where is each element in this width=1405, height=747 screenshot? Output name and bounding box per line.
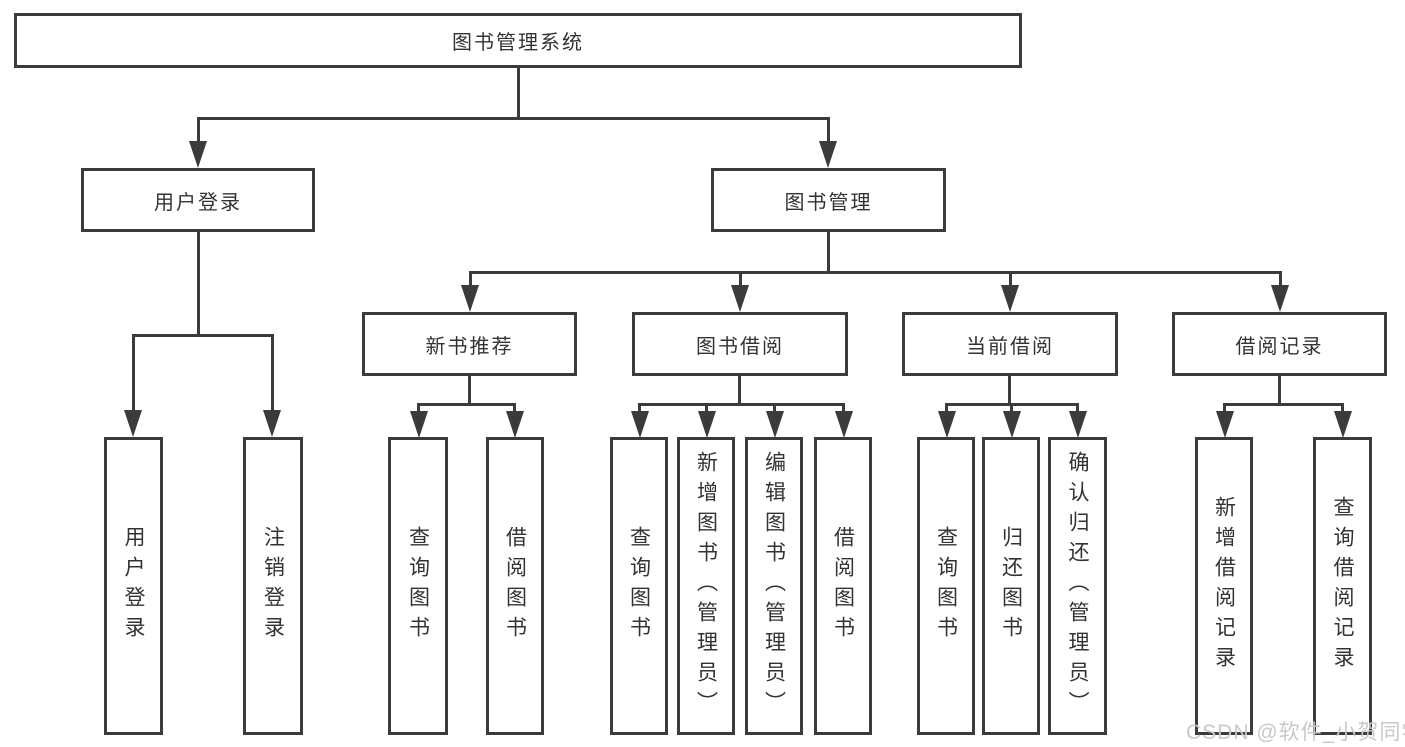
box-bb-edit-books-admin-label: 编辑图书（管理员） bbox=[762, 451, 786, 721]
box-new-book-recommend-label: 新书推荐 bbox=[425, 335, 514, 358]
arrowhead-to-cb-return bbox=[1003, 411, 1021, 438]
box-br-add-record-label: 新增借阅记录 bbox=[1212, 496, 1236, 676]
box-bb-add-books-admin: 新增图书（管理员） bbox=[677, 437, 735, 735]
box-br-add-record: 新增借阅记录 bbox=[1195, 437, 1253, 735]
connector-level2-rail bbox=[197, 117, 830, 120]
box-bb-borrow-books: 借阅图书 bbox=[814, 437, 872, 735]
arrowhead-to-current-borrow bbox=[1001, 285, 1019, 312]
box-user-login-leaf: 用户登录 bbox=[104, 437, 163, 735]
arrowhead-to-book-borrow bbox=[731, 285, 749, 312]
arrowhead-to-br-add bbox=[1216, 411, 1234, 438]
connector-stem-rec-query bbox=[417, 403, 420, 415]
arrowhead-to-bb-borrow bbox=[835, 411, 853, 438]
box-bb-borrow-books-label: 借阅图书 bbox=[831, 526, 855, 646]
box-cb-confirm-return-admin: 确认归还（管理员） bbox=[1048, 437, 1107, 735]
connector-stem-login bbox=[132, 334, 135, 412]
connector-user-login-drop bbox=[197, 232, 200, 337]
connector-records-drop bbox=[1278, 376, 1281, 406]
connector-new-book-drop bbox=[468, 376, 471, 406]
box-library-system-label: 图书管理系统 bbox=[452, 32, 584, 54]
connector-book-borrow-rail bbox=[638, 403, 845, 406]
arrowhead-to-bb-query bbox=[631, 411, 649, 438]
connector-stem-new-book bbox=[469, 271, 472, 289]
box-user-login-group-label: 用户登录 bbox=[154, 191, 242, 214]
connector-stem-book-management bbox=[827, 117, 830, 145]
arrowhead-to-rec-borrow bbox=[506, 411, 524, 438]
connector-level3-rail bbox=[469, 271, 1282, 274]
box-current-borrow-label: 当前借阅 bbox=[966, 335, 1054, 358]
arrowhead-to-rec-query bbox=[410, 411, 428, 438]
connector-book-borrow-drop bbox=[738, 376, 741, 406]
connector-current-drop bbox=[1008, 376, 1011, 406]
connector-stem-borrow-records bbox=[1279, 271, 1282, 289]
box-br-query-record-label: 查询借阅记录 bbox=[1331, 496, 1354, 676]
box-new-book-recommend: 新书推荐 bbox=[362, 312, 577, 376]
connector-root-drop bbox=[517, 68, 520, 120]
box-rec-query-books-label: 查询图书 bbox=[406, 526, 430, 646]
arrowhead-to-bb-add bbox=[698, 411, 716, 438]
box-br-query-record: 查询借阅记录 bbox=[1313, 437, 1372, 735]
box-logout-leaf: 注销登录 bbox=[243, 437, 303, 735]
arrowhead-to-bb-edit bbox=[766, 411, 784, 438]
arrowhead-to-cb-query bbox=[938, 411, 956, 438]
connector-new-book-rail bbox=[417, 403, 516, 406]
box-cb-query-books: 查询图书 bbox=[917, 437, 975, 735]
arrowhead-to-logout bbox=[263, 410, 281, 437]
box-logout-leaf-label: 注销登录 bbox=[261, 526, 285, 646]
box-book-borrow: 图书借阅 bbox=[632, 312, 848, 376]
connector-stem-rec-borrow bbox=[513, 403, 516, 415]
arrowhead-to-new-book bbox=[461, 285, 479, 312]
box-bb-query-books-label: 查询图书 bbox=[627, 526, 651, 646]
box-cb-confirm-return-admin-label: 确认归还（管理员） bbox=[1066, 451, 1089, 721]
connector-stem-bb-borrow bbox=[842, 403, 845, 415]
box-user-login-leaf-label: 用户登录 bbox=[122, 526, 145, 646]
box-borrow-records-label: 借阅记录 bbox=[1235, 335, 1324, 358]
box-rec-borrow-books: 借阅图书 bbox=[486, 437, 544, 735]
box-library-system: 图书管理系统 bbox=[14, 13, 1022, 68]
box-book-management-label: 图书管理 bbox=[784, 191, 873, 214]
box-book-management: 图书管理 bbox=[711, 168, 946, 232]
arrowhead-to-user-login bbox=[189, 141, 207, 168]
box-borrow-records: 借阅记录 bbox=[1172, 312, 1387, 376]
connector-stem-user-login bbox=[197, 117, 200, 145]
connector-stem-bb-edit bbox=[773, 403, 776, 415]
box-bb-query-books: 查询图书 bbox=[610, 437, 668, 735]
arrowhead-to-br-query bbox=[1334, 411, 1352, 438]
box-cb-return-books: 归还图书 bbox=[982, 437, 1040, 735]
box-user-login-group: 用户登录 bbox=[81, 168, 315, 232]
box-cb-return-books-label: 归还图书 bbox=[999, 526, 1023, 646]
connector-book-management-drop bbox=[827, 232, 830, 274]
box-bb-add-books-admin-label: 新增图书（管理员） bbox=[694, 451, 718, 721]
connector-stem-logout bbox=[271, 334, 274, 412]
box-current-borrow: 当前借阅 bbox=[902, 312, 1118, 376]
arrowhead-to-cb-confirm bbox=[1069, 411, 1087, 438]
box-rec-borrow-books-label: 借阅图书 bbox=[503, 526, 527, 646]
connector-stem-cb-query bbox=[945, 403, 948, 415]
arrowhead-to-login bbox=[124, 410, 142, 437]
arrowhead-to-borrow-records bbox=[1271, 285, 1289, 312]
connector-user-login-rail bbox=[132, 334, 274, 337]
connector-stem-current-borrow bbox=[1009, 271, 1012, 289]
box-book-borrow-label: 图书借阅 bbox=[696, 335, 784, 358]
connector-stem-cb-return bbox=[1010, 403, 1013, 415]
arrowhead-to-book-management bbox=[819, 141, 837, 168]
connector-stem-bb-query bbox=[638, 403, 641, 415]
connector-stem-cb-confirm bbox=[1076, 403, 1079, 415]
connector-records-rail bbox=[1223, 403, 1344, 406]
connector-stem-bb-add bbox=[705, 403, 708, 415]
connector-stem-br-add bbox=[1223, 403, 1226, 415]
box-bb-edit-books-admin: 编辑图书（管理员） bbox=[745, 437, 803, 735]
connector-stem-book-borrow bbox=[739, 271, 742, 289]
box-rec-query-books: 查询图书 bbox=[388, 437, 448, 735]
connector-stem-br-query bbox=[1341, 403, 1344, 415]
csdn-watermark: CSDN @软件_小贺同学 bbox=[1186, 721, 1405, 744]
box-cb-query-books-label: 查询图书 bbox=[934, 526, 958, 646]
